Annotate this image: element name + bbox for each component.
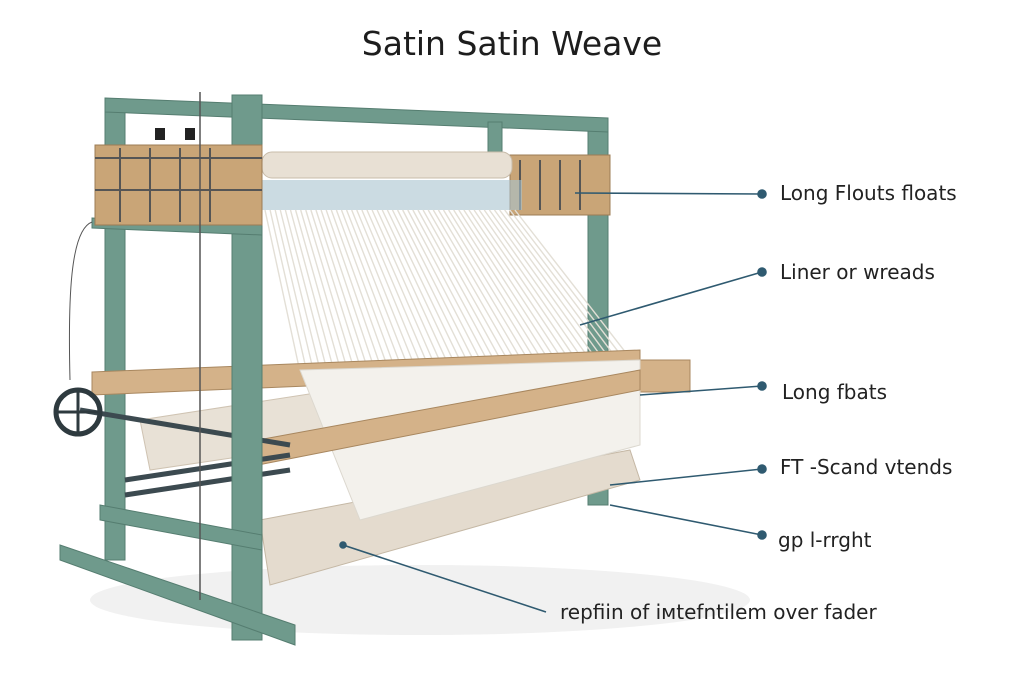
- warp-thread: [356, 209, 424, 369]
- label-long-floats: Long Flouts floats: [780, 181, 957, 205]
- warp-thread: [315, 209, 369, 371]
- warp-thread: [325, 209, 383, 370]
- warp-thread: [335, 209, 396, 370]
- warp-thread: [366, 209, 437, 369]
- warp-thread: [442, 209, 539, 366]
- label-gp-right: gp l-rrght: [778, 528, 872, 552]
- warp-thread: [310, 209, 362, 371]
- warp-thread: [448, 209, 546, 366]
- label-scand-vtends: FT -Scand vtends: [780, 455, 953, 479]
- warp-thread: [514, 209, 634, 363]
- warp-thread: [437, 209, 532, 366]
- warp-thread: [381, 209, 458, 368]
- warp-thread: [417, 209, 505, 367]
- warp-thread: [330, 209, 390, 370]
- warp-thread: [264, 209, 301, 373]
- warp-thread: [376, 209, 451, 368]
- warp-thread: [386, 209, 464, 368]
- leader-lines: [339, 189, 767, 613]
- warp-thread: [284, 209, 328, 372]
- warp-thread: [432, 209, 526, 366]
- warp-thread: [294, 209, 342, 371]
- warp-thread: [361, 209, 430, 369]
- warp-thread: [453, 209, 553, 365]
- warp-thread: [473, 209, 580, 365]
- label-liner-threads: Liner or wreads: [780, 260, 935, 284]
- warp-thread: [396, 209, 478, 368]
- warp-thread: [483, 209, 593, 364]
- warp-thread: [402, 209, 485, 367]
- flywheel: [53, 387, 103, 437]
- warp-thread: [458, 209, 559, 365]
- warp-thread: [340, 209, 403, 370]
- warp-thread: [320, 209, 376, 371]
- warp-thread: [468, 209, 573, 365]
- warp-thread: [274, 209, 315, 372]
- warp-threads: [264, 209, 634, 373]
- warp-beam: [261, 151, 513, 179]
- warp-thread: [504, 209, 621, 364]
- warp-thread: [351, 209, 417, 369]
- warp-thread: [279, 209, 322, 372]
- warp-thread: [427, 209, 519, 366]
- warp-thread: [422, 209, 512, 367]
- warp-thread: [412, 209, 498, 367]
- label-interlacement: repfiin of iмtefntilem over fader: [560, 600, 877, 624]
- warp-thread: [391, 209, 471, 368]
- warp-thread: [509, 209, 627, 363]
- warp-thread: [289, 209, 335, 372]
- warp-thread: [305, 209, 356, 371]
- warp-thread: [407, 209, 492, 367]
- warp-thread: [493, 209, 607, 364]
- warp-thread: [463, 209, 566, 365]
- label-long-fbats: Long fbats: [782, 380, 888, 404]
- warp-thread: [345, 209, 410, 370]
- warp-thread: [478, 209, 587, 364]
- diagram-title: Satin Satin Weave: [361, 24, 663, 63]
- warp-thread: [300, 209, 349, 371]
- warp-thread: [269, 209, 308, 372]
- warp-thread: [499, 209, 614, 364]
- warp-threads-top: [262, 180, 522, 210]
- warp-thread: [371, 209, 444, 369]
- warp-thread: [488, 209, 600, 364]
